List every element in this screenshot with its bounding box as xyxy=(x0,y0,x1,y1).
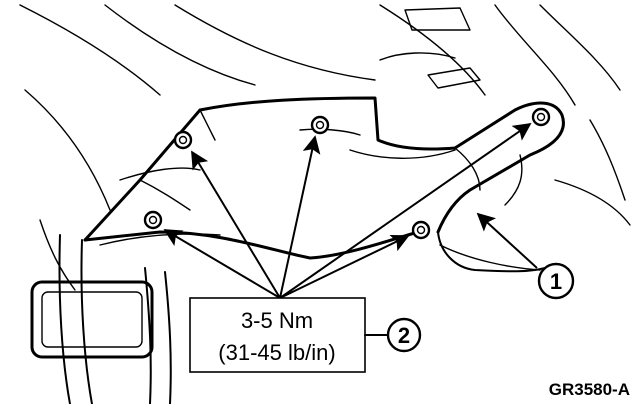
callout-2: 2 xyxy=(364,317,422,353)
callout-2-number: 2 xyxy=(398,323,410,348)
torque-spec-line2: (31-45 lb/in) xyxy=(218,340,335,365)
bracket-main xyxy=(83,96,565,273)
figure-id: GR3580-A xyxy=(549,380,630,399)
bolt-lower-right xyxy=(411,220,431,240)
torque-spec-box: 3-5 Nm (31-45 lb/in) xyxy=(189,297,366,373)
pedal xyxy=(30,234,172,404)
bolt-lower-left xyxy=(143,210,163,230)
torque-leader-arrows xyxy=(163,122,532,299)
bolt-upper-right xyxy=(531,107,551,127)
bolt-upper-left xyxy=(173,130,193,150)
background-structure xyxy=(19,4,631,291)
bolt-upper-center xyxy=(310,115,330,135)
callout-1-number: 1 xyxy=(550,269,562,294)
callout-1: 1 xyxy=(476,212,575,300)
torque-spec-line1: 3-5 Nm xyxy=(241,308,313,333)
